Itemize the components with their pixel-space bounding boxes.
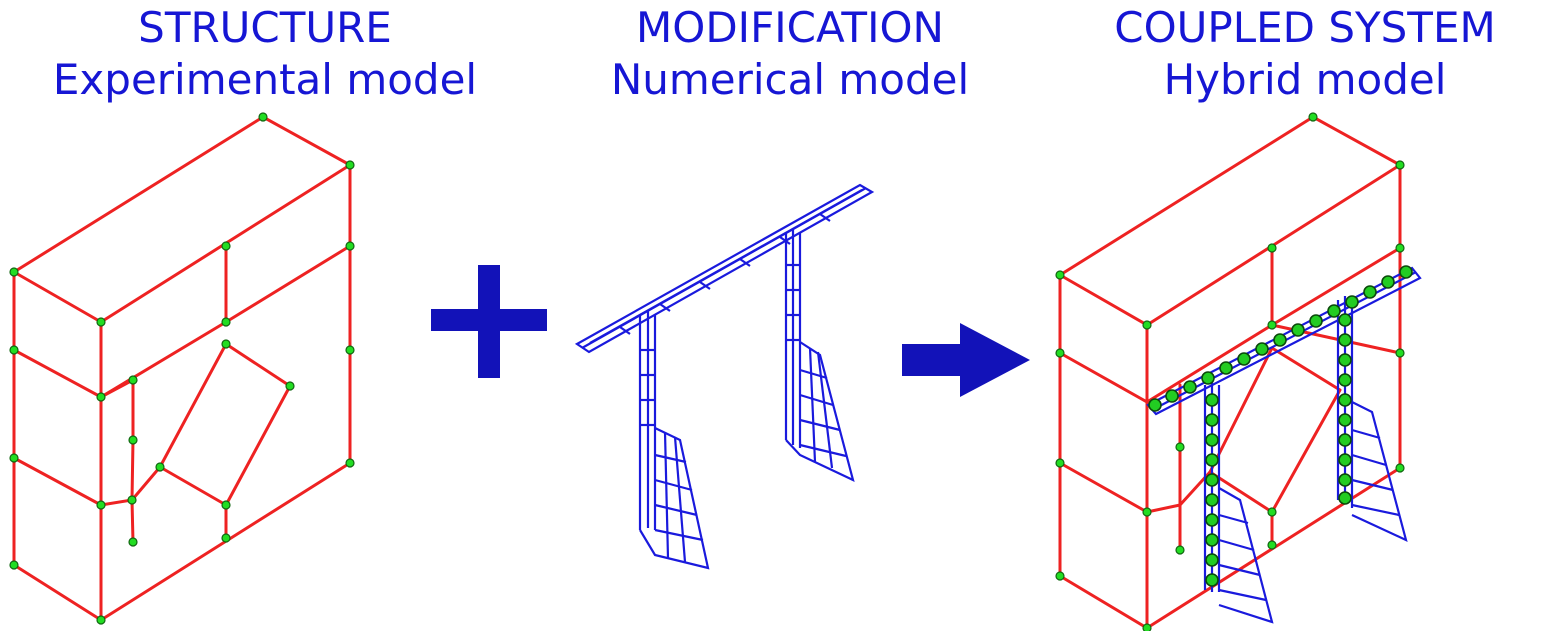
modification-title: MODIFICATION Numerical model xyxy=(530,2,1050,106)
coupled-title: COUPLED SYSTEM Hybrid model xyxy=(1050,2,1560,106)
coupling-nodes xyxy=(1148,265,1413,587)
hybrid-mesh xyxy=(1146,266,1422,624)
coupled-title-line2: Hybrid model xyxy=(1163,55,1447,104)
experimental-wireframe xyxy=(12,115,352,622)
experimental-nodes xyxy=(9,112,355,625)
structure-title: STRUCTURE Experimental model xyxy=(0,2,530,106)
plus-icon xyxy=(431,265,547,378)
hybrid-wireframe xyxy=(1058,115,1402,630)
modification-title-line1: MODIFICATION xyxy=(636,3,944,52)
right-arrow-icon xyxy=(902,323,1030,397)
structure-title-line2: Experimental model xyxy=(52,55,478,104)
structure-title-line1: STRUCTURE xyxy=(138,3,392,52)
numerical-mesh xyxy=(574,183,875,570)
hybrid-nodes xyxy=(1055,112,1405,631)
coupled-title-line1: COUPLED SYSTEM xyxy=(1114,3,1496,52)
modification-title-line2: Numerical model xyxy=(610,55,970,104)
